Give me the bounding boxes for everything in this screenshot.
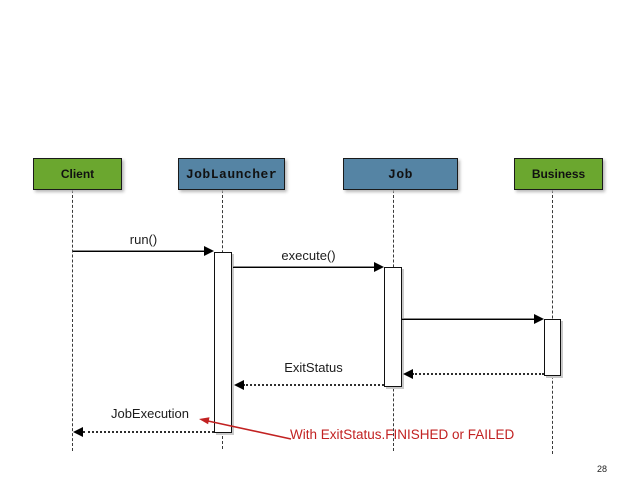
message-line-run bbox=[73, 250, 205, 252]
message-line-exitstatus bbox=[243, 384, 384, 386]
message-line-execute bbox=[233, 266, 375, 268]
annotation-text: With ExitStatus.FINISHED or FAILED bbox=[290, 427, 515, 442]
arrowhead-jobexecution bbox=[73, 427, 83, 437]
arrowhead-business-return bbox=[403, 369, 413, 379]
message-line-business-return bbox=[412, 373, 544, 375]
message-label-run: run() bbox=[129, 232, 158, 247]
activation-joblauncher bbox=[214, 252, 232, 433]
arrowhead-exitstatus bbox=[234, 380, 244, 390]
activation-business bbox=[544, 319, 561, 376]
arrowhead-job-business bbox=[534, 314, 544, 324]
actor-box-business: Business bbox=[514, 158, 603, 190]
actor-box-job: Job bbox=[343, 158, 458, 190]
annotation-arrow-icon bbox=[199, 417, 292, 440]
message-label-jobexecution: JobExecution bbox=[110, 406, 190, 421]
arrowhead-run bbox=[204, 246, 214, 256]
message-label-exitstatus: ExitStatus bbox=[284, 360, 343, 375]
message-label-execute: execute() bbox=[281, 248, 336, 263]
actor-box-client: Client bbox=[33, 158, 122, 190]
actor-box-joblauncher: JobLauncher bbox=[178, 158, 285, 190]
lifeline-client bbox=[72, 190, 73, 451]
arrowhead-execute bbox=[374, 262, 384, 272]
page-number: 28 bbox=[597, 464, 608, 474]
message-line-job-business bbox=[402, 318, 535, 320]
message-line-jobexecution bbox=[83, 431, 214, 433]
activation-job bbox=[384, 267, 402, 387]
